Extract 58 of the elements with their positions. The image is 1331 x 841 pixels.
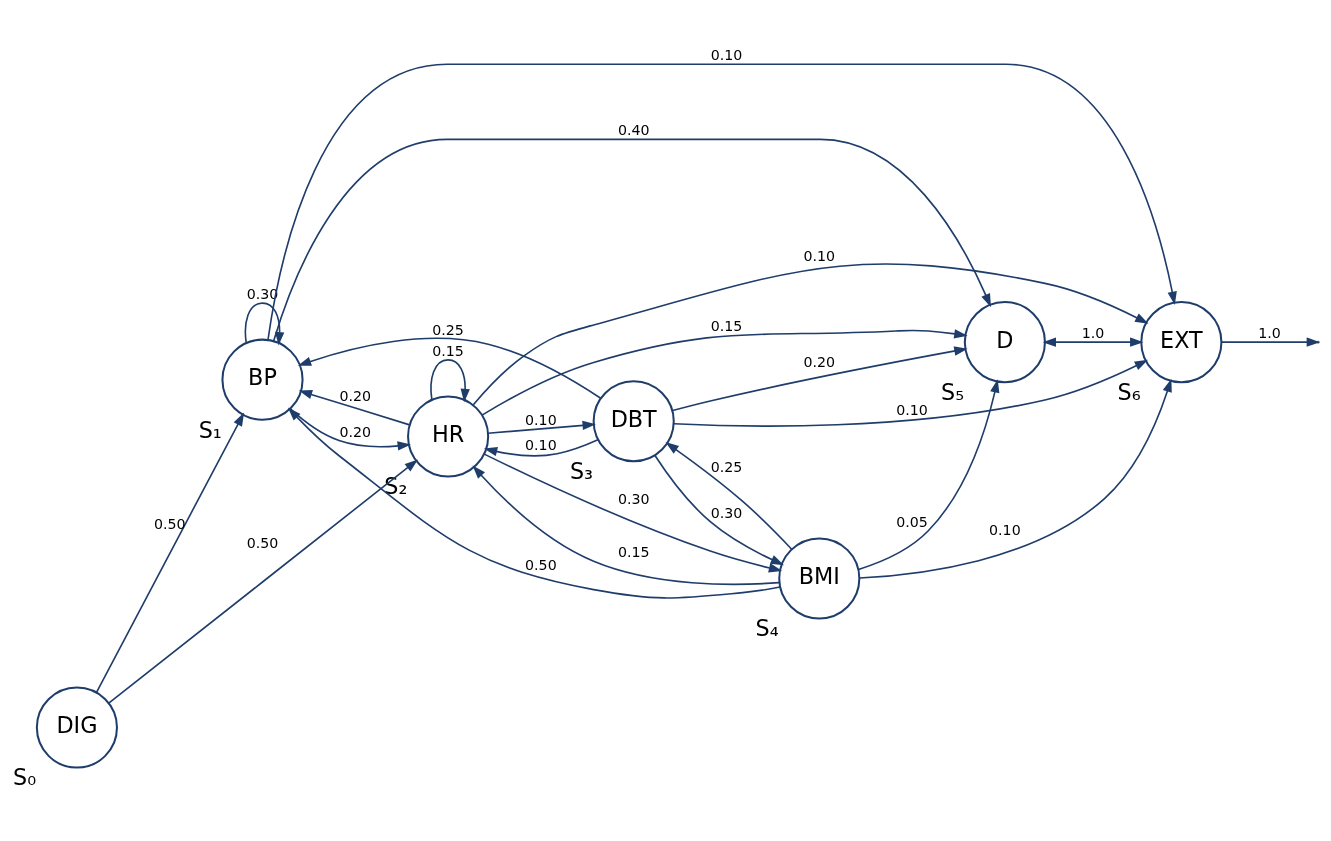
edge-label: 0.40 bbox=[617, 122, 650, 139]
node-label: S₆ bbox=[1117, 379, 1141, 406]
arrow bbox=[430, 359, 470, 403]
arrow bbox=[1042, 337, 1144, 347]
edge-label: 0.10 bbox=[525, 411, 557, 428]
arrow bbox=[671, 346, 968, 412]
edge-label: 0.50 bbox=[153, 515, 186, 532]
node-circle: BMI bbox=[778, 537, 861, 620]
edge-label: 0.10 bbox=[710, 47, 743, 64]
arrow bbox=[289, 408, 411, 451]
arrow bbox=[858, 378, 1172, 579]
edge-label: 1.0 bbox=[1081, 325, 1105, 342]
arrow bbox=[481, 329, 968, 416]
arrow bbox=[857, 379, 1000, 571]
node-circle: DIG bbox=[35, 686, 118, 769]
node-label: S₄ bbox=[755, 615, 779, 642]
arrow bbox=[673, 359, 1149, 427]
edge-label: 0.20 bbox=[339, 423, 372, 440]
edge-label: 0.15 bbox=[710, 318, 743, 335]
arrow bbox=[287, 407, 781, 599]
edge-label: 0.50 bbox=[246, 535, 279, 552]
edge-label: 0.15 bbox=[617, 544, 650, 561]
edge-label: 0.30 bbox=[617, 490, 650, 507]
edge-label: 0.30 bbox=[710, 504, 743, 521]
edge-label: 0.20 bbox=[339, 388, 372, 405]
edge-label: 0.25 bbox=[432, 322, 464, 339]
edge-label: 0.25 bbox=[710, 459, 743, 476]
node-circle: EXT bbox=[1140, 301, 1223, 384]
edge-label: 0.10 bbox=[989, 522, 1021, 539]
node-label: S₃ bbox=[569, 458, 594, 485]
edge-label: 0.05 bbox=[896, 513, 928, 530]
node-label: S₁ bbox=[198, 416, 222, 443]
arrow bbox=[483, 453, 783, 573]
arrow bbox=[472, 263, 1149, 406]
node-circle: D bbox=[963, 301, 1046, 384]
arrow bbox=[483, 438, 599, 457]
edge-label: 0.15 bbox=[432, 343, 464, 360]
node-label: S₅ bbox=[941, 379, 965, 406]
arrow bbox=[298, 390, 411, 426]
node-label: S₂ bbox=[384, 473, 408, 500]
edge-label: 1.0 bbox=[1258, 325, 1281, 342]
edge-label: 0.10 bbox=[896, 402, 928, 419]
arrow bbox=[654, 454, 785, 566]
arrow bbox=[244, 302, 285, 346]
edge-label: 0.20 bbox=[803, 353, 836, 370]
node-circle: DBT bbox=[592, 380, 675, 463]
node-label: S₀ bbox=[13, 764, 37, 791]
arrow bbox=[95, 412, 245, 694]
edge-label: 0.10 bbox=[803, 248, 836, 265]
arrow bbox=[267, 63, 1177, 341]
arrow bbox=[472, 465, 781, 586]
edge-label: 0.50 bbox=[525, 556, 557, 573]
arrow bbox=[272, 138, 991, 342]
arrow bbox=[487, 420, 596, 435]
arrow bbox=[665, 442, 793, 550]
arrow bbox=[297, 337, 602, 400]
edge-label: 0.10 bbox=[525, 436, 557, 453]
arrow bbox=[107, 459, 418, 705]
